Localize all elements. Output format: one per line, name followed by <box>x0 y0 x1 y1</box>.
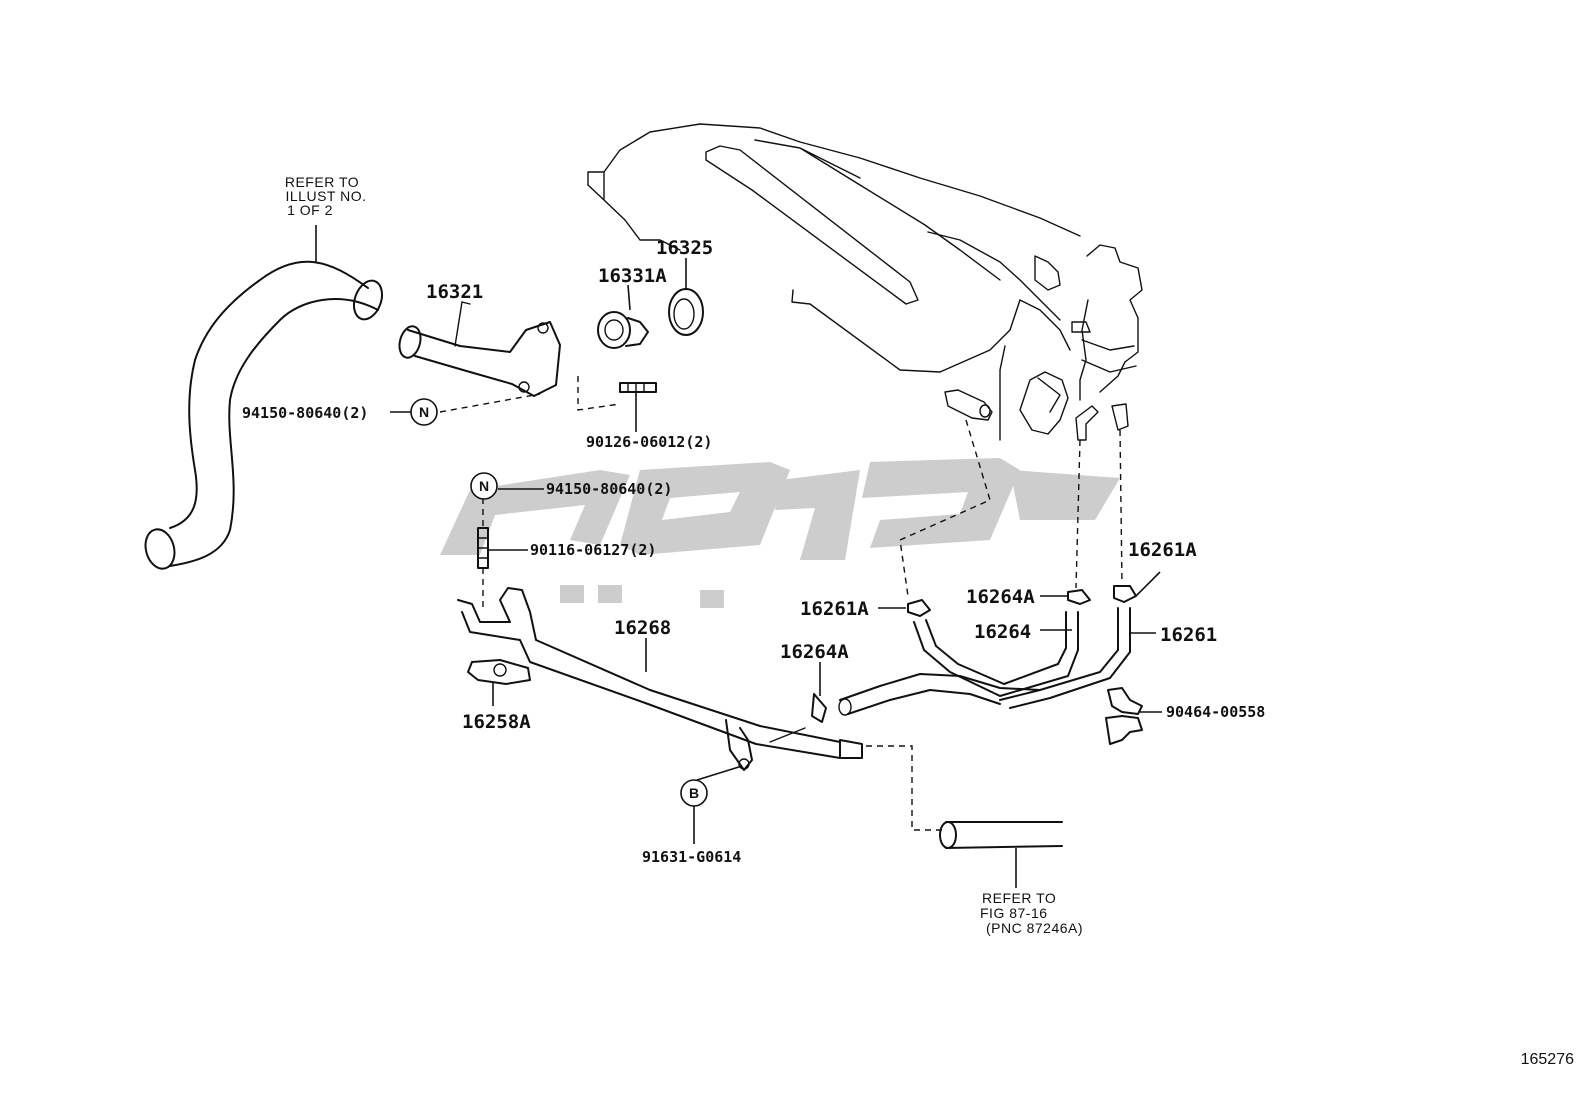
marker-n-mid: N <box>470 472 498 500</box>
label-16331a: 16331A <box>598 265 667 287</box>
water-inlet <box>398 301 561 397</box>
label-16264a-right: 16264A <box>966 586 1035 608</box>
label-90464: 90464-00558 <box>1166 703 1265 721</box>
gasket <box>668 258 704 336</box>
svg-text:B: B <box>689 785 699 801</box>
label-16261: 16261 <box>1160 624 1217 646</box>
label-16264a-left: 16264A <box>780 641 849 663</box>
hose-ref-line-3: 1 OF 2 <box>287 202 333 218</box>
engine-block <box>587 123 1143 441</box>
figure-number: 165276 <box>1521 1051 1574 1068</box>
label-90116: 90116-06127(2) <box>530 541 656 559</box>
marker-n-top: N <box>410 398 438 426</box>
svg-text:N: N <box>419 404 429 420</box>
hose-clip <box>1105 687 1162 745</box>
marker-b: B <box>680 779 708 807</box>
stud-bolt <box>439 376 657 432</box>
stud-and-nut <box>477 488 544 612</box>
hose-ref-line-2: ILLUST NO. <box>286 188 367 204</box>
hose-ref-line-1: REFER TO <box>285 174 359 190</box>
label-16264: 16264 <box>974 621 1031 643</box>
label-94150-mid: 94150-80640(2) <box>546 480 672 498</box>
label-91631: 91631-G0614 <box>642 848 741 866</box>
label-90126: 90126-06012(2) <box>586 433 712 451</box>
thermostat <box>597 284 649 349</box>
label-16268: 16268 <box>614 617 671 639</box>
label-16261a-left: 16261A <box>800 598 869 620</box>
gasket-16258a <box>467 659 531 706</box>
label-16321: 16321 <box>426 281 483 303</box>
upper-radiator-hose <box>144 225 384 570</box>
fig-ref-line-2: FIG 87-16 <box>980 905 1048 921</box>
hose-group <box>811 419 1161 723</box>
fig-ref-line-1: REFER TO <box>982 890 1056 906</box>
label-16258a: 16258A <box>462 711 531 733</box>
bypass-pipe <box>457 587 942 844</box>
label-94150-top: 94150-80640(2) <box>242 404 368 422</box>
fig-ref-line-3: (PNC 87246A) <box>986 920 1083 936</box>
svg-text:N: N <box>479 478 489 494</box>
label-16325: 16325 <box>656 237 713 259</box>
heater-hose-ref <box>939 821 1063 888</box>
label-16261a-right: 16261A <box>1128 539 1197 561</box>
